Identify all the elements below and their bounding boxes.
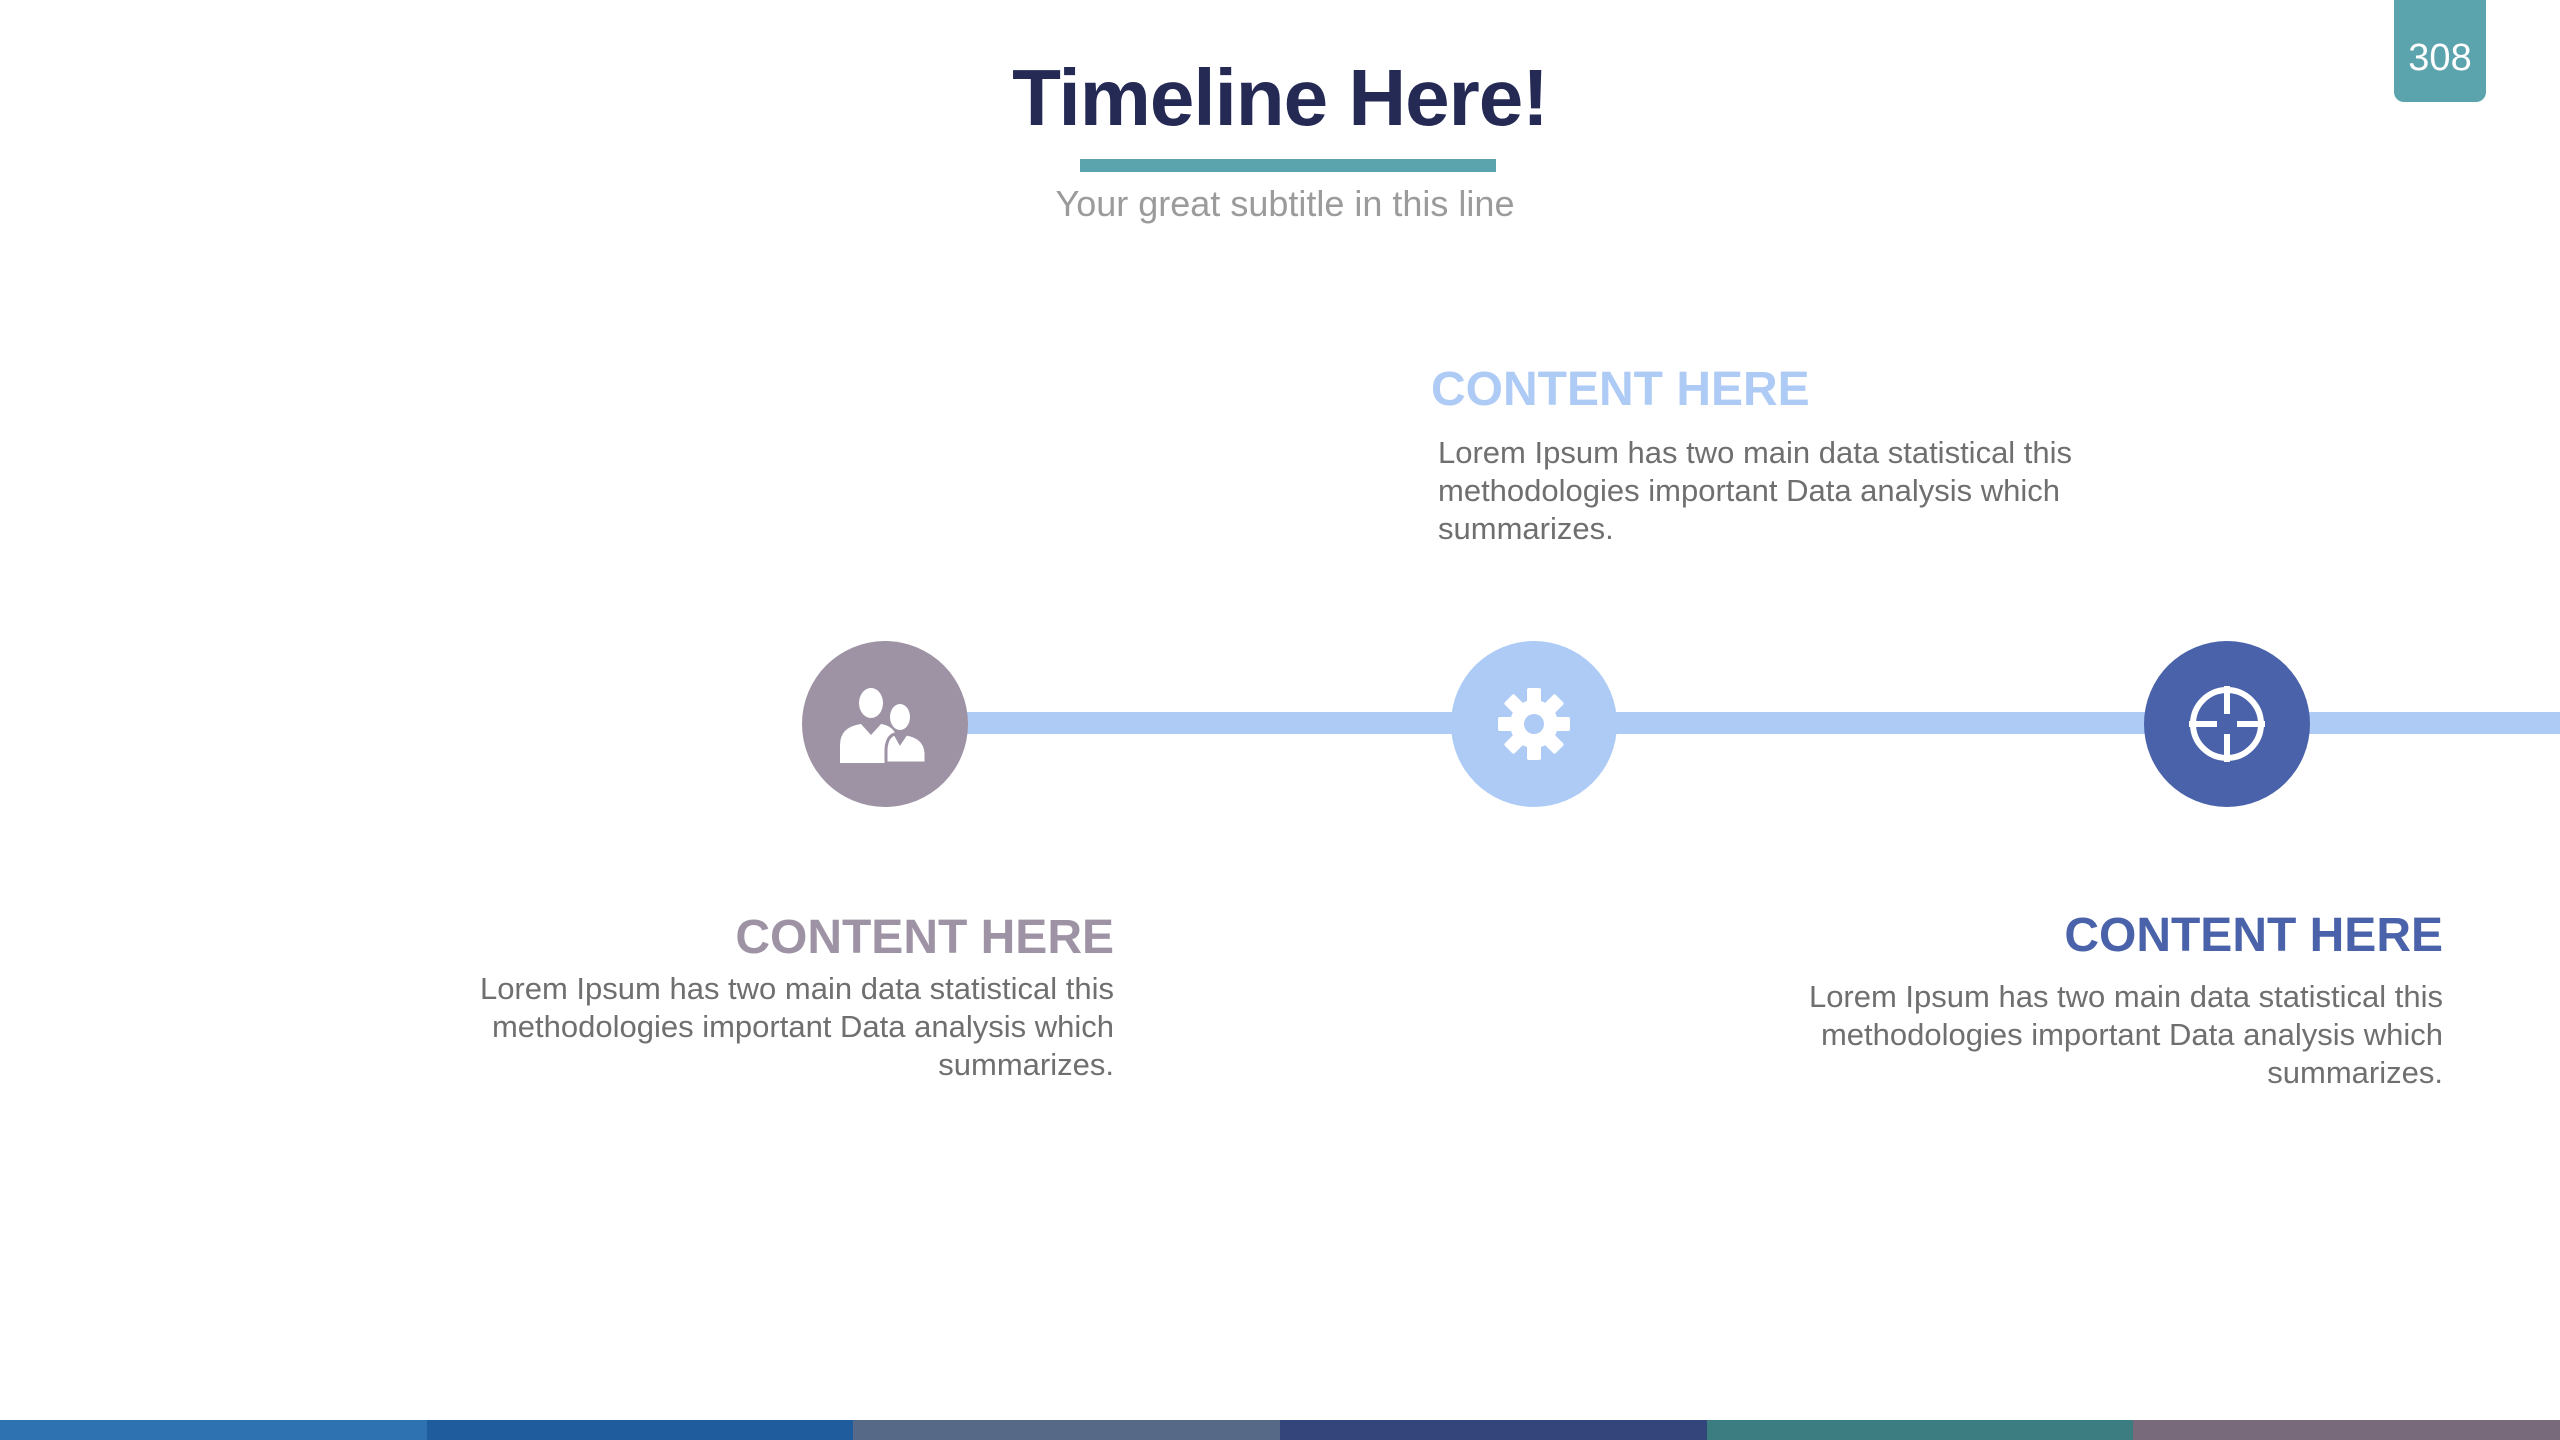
slide-subtitle: Your great subtitle in this line <box>1055 183 1515 224</box>
timeline-node-3 <box>2144 641 2310 807</box>
crosshair-icon <box>2189 686 2265 762</box>
timeline-item-2-title: CONTENT HERE <box>1431 363 1810 416</box>
bottom-bar-segment <box>1280 1420 1707 1440</box>
bottom-bar-segment <box>2133 1420 2560 1440</box>
bottom-bar-segment <box>1706 1420 2134 1440</box>
timeline-item-1-description: Lorem Ipsum has two main data statistica… <box>479 971 1114 1082</box>
slide-title: Timeline Here! <box>1012 53 1549 142</box>
bottom-bar-segment <box>853 1420 1281 1440</box>
timeline-item-3-description: Lorem Ipsum has two main data statistica… <box>1808 979 2443 1090</box>
users-icon <box>840 688 928 765</box>
timeline-node-2 <box>1451 641 1617 807</box>
title-underline <box>1080 159 1496 172</box>
timeline-line <box>960 712 2560 734</box>
timeline-item-2-description: Lorem Ipsum has two main data statistica… <box>1438 435 2073 546</box>
timeline-item-1-title: CONTENT HERE <box>735 911 1114 964</box>
page-number-badge: 308 <box>2394 0 2486 102</box>
timeline-item-3-title: CONTENT HERE <box>2064 909 2443 962</box>
bottom-bar-segment <box>0 1420 427 1440</box>
bottom-color-bar <box>0 1420 2560 1440</box>
gear-icon <box>1498 688 1570 760</box>
bottom-bar-segment <box>426 1420 854 1440</box>
timeline-node-1 <box>802 641 968 807</box>
